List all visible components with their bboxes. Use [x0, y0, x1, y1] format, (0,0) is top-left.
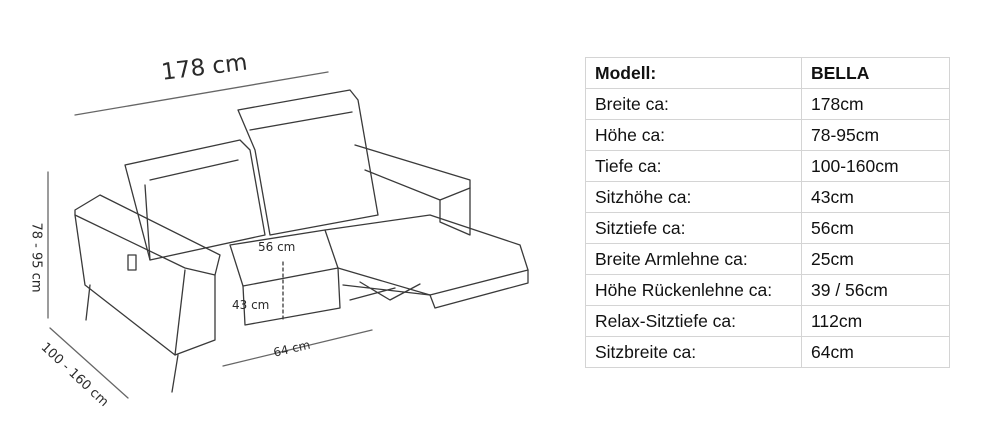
spec-row: Sitztiefe ca: 56cm	[585, 212, 950, 244]
spec-row: Relax-Sitztiefe ca: 112cm	[585, 305, 950, 337]
spec-row: Höhe Rückenlehne ca: 39 / 56cm	[585, 274, 950, 306]
spec-value: 112cm	[801, 305, 950, 337]
spec-key: Sitzhöhe ca:	[585, 181, 802, 213]
spec-value: 39 / 56cm	[801, 274, 950, 306]
spec-value: 56cm	[801, 212, 950, 244]
spec-row: Breite ca: 178cm	[585, 88, 950, 120]
height-dimension-label: 78 - 95 cm	[28, 222, 44, 293]
spec-row: Breite Armlehne ca: 25cm	[585, 243, 950, 275]
spec-key: Höhe ca:	[585, 119, 802, 151]
spec-key: Tiefe ca:	[585, 150, 802, 182]
spec-row: Höhe ca: 78-95cm	[585, 119, 950, 151]
spec-key: Breite Armlehne ca:	[585, 243, 802, 275]
spec-value: 100-160cm	[801, 150, 950, 182]
spec-value: 64cm	[801, 336, 950, 368]
spec-value: 78-95cm	[801, 119, 950, 151]
sofa-sketch	[47, 71, 529, 399]
spec-value: BELLA	[801, 57, 950, 89]
spec-row: Tiefe ca: 100-160cm	[585, 150, 950, 182]
spec-row: Sitzbreite ca: 64cm	[585, 336, 950, 368]
spec-key: Sitzbreite ca:	[585, 336, 802, 368]
spec-table-header-row: Modell: BELLA	[585, 57, 950, 89]
seat-height-label: 43 cm	[232, 298, 270, 312]
spec-value: 25cm	[801, 243, 950, 275]
spec-key: Sitztiefe ca:	[585, 212, 802, 244]
spec-key: Breite ca:	[585, 88, 802, 120]
seat-depth-label: 56 cm	[258, 240, 296, 254]
sofa-dimension-drawing: 178 cm 78 - 95 cm 100 - 160 cm 56 cm 43 …	[28, 49, 529, 410]
spec-key: Relax-Sitztiefe ca:	[585, 305, 802, 337]
spec-key: Höhe Rückenlehne ca:	[585, 274, 802, 306]
spec-row: Sitzhöhe ca: 43cm	[585, 181, 950, 213]
spec-value: 43cm	[801, 181, 950, 213]
spec-key: Modell:	[585, 57, 802, 89]
spec-value: 178cm	[801, 88, 950, 120]
spec-table: Modell: BELLA Breite ca: 178cm Höhe ca: …	[585, 57, 950, 368]
